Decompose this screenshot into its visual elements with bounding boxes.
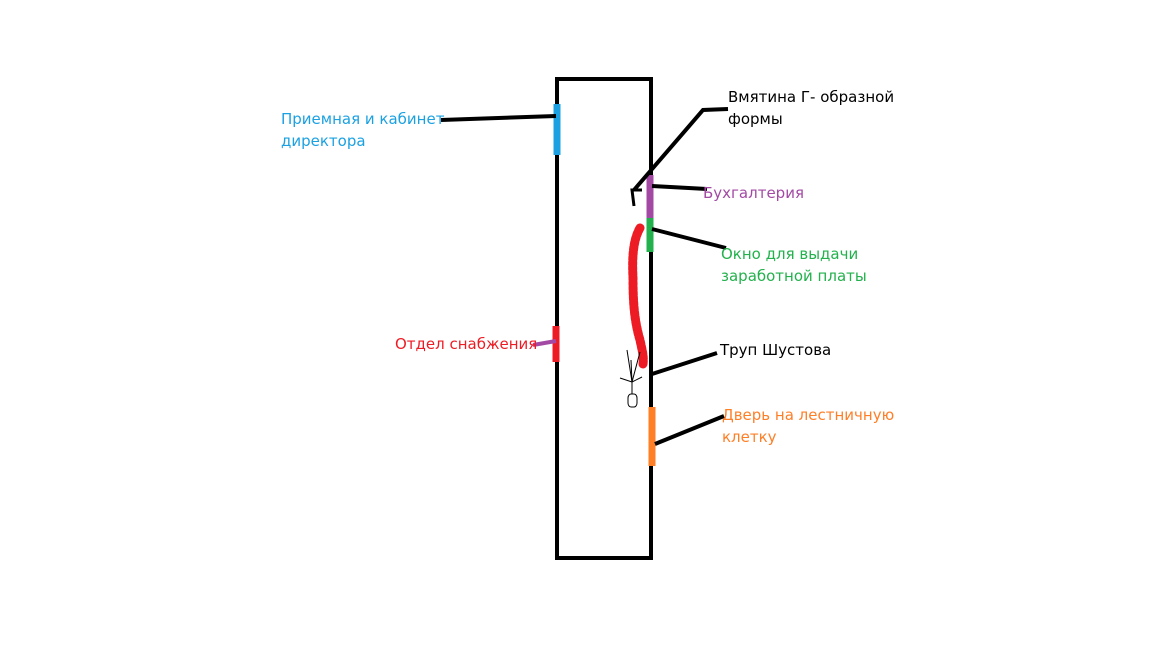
label-dent: Вмятина Г- образной формы: [728, 86, 894, 130]
label-supply-dept-line-1: Отдел снабжения: [395, 335, 538, 353]
label-stair-door-line-1: Дверь на лестничную: [722, 406, 895, 424]
body-figure: [619, 349, 643, 408]
label-dent-line-1: Вмятина Г- образной: [728, 88, 895, 106]
label-supply-dept: Отдел снабжения: [395, 333, 537, 355]
body-leader-line: [651, 351, 718, 376]
dent-mark: [630, 188, 642, 207]
label-reception-line-2: директора: [281, 132, 366, 150]
reception-leader-line: [440, 114, 557, 122]
label-salary-window-line-2: заработной платы: [721, 267, 867, 285]
label-body: Труп Шустова: [720, 339, 831, 361]
accounting-leader-line: [651, 184, 708, 191]
stair-door-leader-line: [654, 414, 725, 446]
blood-trail: [628, 223, 648, 369]
salary-window-leader-line: [651, 227, 727, 250]
label-body-line-1: Труп Шустова: [720, 341, 832, 359]
label-stair-door-line-2: клетку: [722, 428, 777, 446]
label-stair-door: Дверь на лестничную клетку: [722, 404, 894, 448]
label-accounting-line-1: Бухгалтерия: [703, 184, 804, 202]
label-reception: Приемная и кабинет директора: [281, 108, 444, 152]
label-accounting: Бухгалтерия: [703, 182, 804, 204]
supply-dept-leader-line: [532, 339, 557, 347]
label-reception-line-1: Приемная и кабинет: [281, 110, 445, 128]
label-salary-window-line-1: Окно для выдачи: [721, 245, 859, 263]
label-dent-line-2: формы: [728, 110, 783, 128]
corridor-outline: [555, 77, 653, 560]
label-salary-window: Окно для выдачи заработной платы: [721, 243, 867, 287]
dent-leader-line: [632, 107, 729, 192]
